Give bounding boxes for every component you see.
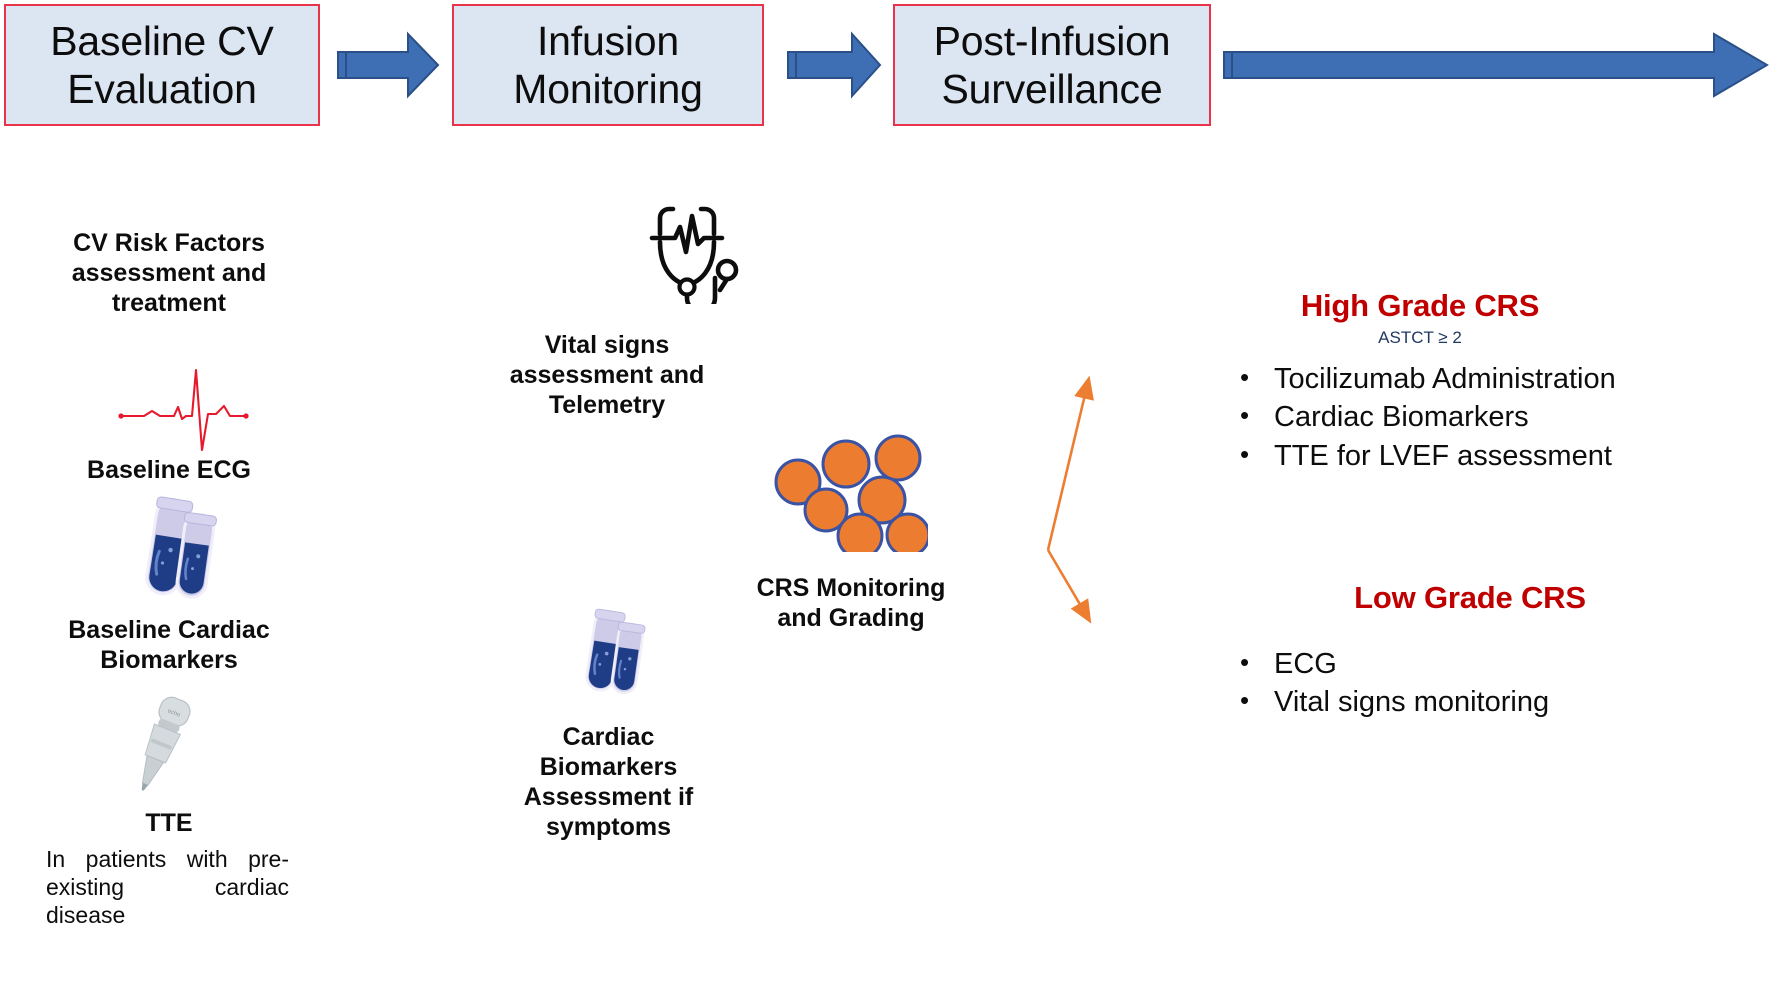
flow-arrow-3-long-icon [1223, 32, 1769, 98]
flow-step-label: Post-Infusion Surveillance [933, 17, 1171, 112]
cytokine-cells-icon [774, 434, 928, 552]
ecg-waveform-icon [118, 368, 249, 452]
cardiac-biomarkers-if-symptoms-label: Cardiac Biomarkers Assessment if symptom… [523, 723, 694, 841]
baseline-ecg-label: Baseline ECG [87, 456, 251, 484]
high-grade-crs-title: High Grade CRS [1300, 288, 1540, 323]
high-grade-crs-subtitle: ASTCT ≥ 2 [1378, 328, 1462, 347]
tte-label: TTE [145, 809, 193, 837]
bullet-icon: • [1240, 362, 1250, 392]
flow-step-infusion-monitoring[interactable]: Infusion Monitoring [452, 4, 764, 126]
flow-step-label: Infusion Monitoring [513, 17, 703, 112]
baseline-cardiac-biomarkers-label: Baseline Cardiac Biomarkers [68, 616, 270, 674]
low-grade-crs-title: Low Grade CRS [1354, 580, 1586, 615]
flow-step-baseline-cv-evaluation[interactable]: Baseline CV Evaluation [4, 4, 320, 126]
crs-branch-arrows-icon [1046, 375, 1094, 624]
bullet-icon: • [1240, 438, 1250, 469]
list-item-label: Tocilizumab Administration [1274, 363, 1616, 395]
flow-step-label: Baseline CV Evaluation [50, 17, 274, 112]
flow-arrow-1-icon [337, 31, 440, 99]
svg-text:echo: echo [167, 708, 182, 719]
list-item-label: Cardiac Biomarkers [1274, 401, 1529, 434]
stethoscope-ecg-icon [649, 206, 739, 304]
low-grade-crs-list: • ECG • Vital signs monitoring [1240, 645, 1549, 722]
test-tubes-icon [145, 496, 217, 599]
high-grade-crs-list: • Tocilizumab Administration • Cardiac B… [1240, 360, 1616, 475]
list-item-label: ECG [1274, 648, 1337, 680]
ultrasound-probe-icon: echo [141, 696, 191, 791]
bullet-icon: • [1240, 685, 1250, 716]
cv-risk-factors-label: CV Risk Factors assessment and treatment [71, 229, 267, 317]
list-item: • TTE for LVEF assessment [1240, 437, 1616, 475]
list-item: • Tocilizumab Administration [1240, 360, 1616, 398]
list-item-label: Vital signs monitoring [1274, 686, 1550, 719]
bullet-icon: • [1240, 647, 1250, 677]
crs-monitoring-grading-label: CRS Monitoring and Grading [756, 574, 946, 632]
flow-step-post-infusion-surveillance[interactable]: Post-Infusion Surveillance [893, 4, 1211, 126]
tte-note: In patients with pre-existing cardiac di… [46, 846, 289, 929]
test-tubes-icon [585, 608, 646, 695]
vital-signs-telemetry-label: Vital signs assessment and Telemetry [509, 331, 705, 419]
list-item-label: TTE for LVEF assessment [1274, 439, 1612, 472]
list-item: • Vital signs monitoring [1240, 683, 1549, 721]
bullet-icon: • [1240, 400, 1250, 431]
list-item: • Cardiac Biomarkers [1240, 398, 1616, 436]
flow-arrow-2-icon [787, 31, 882, 99]
list-item: • ECG [1240, 645, 1549, 683]
